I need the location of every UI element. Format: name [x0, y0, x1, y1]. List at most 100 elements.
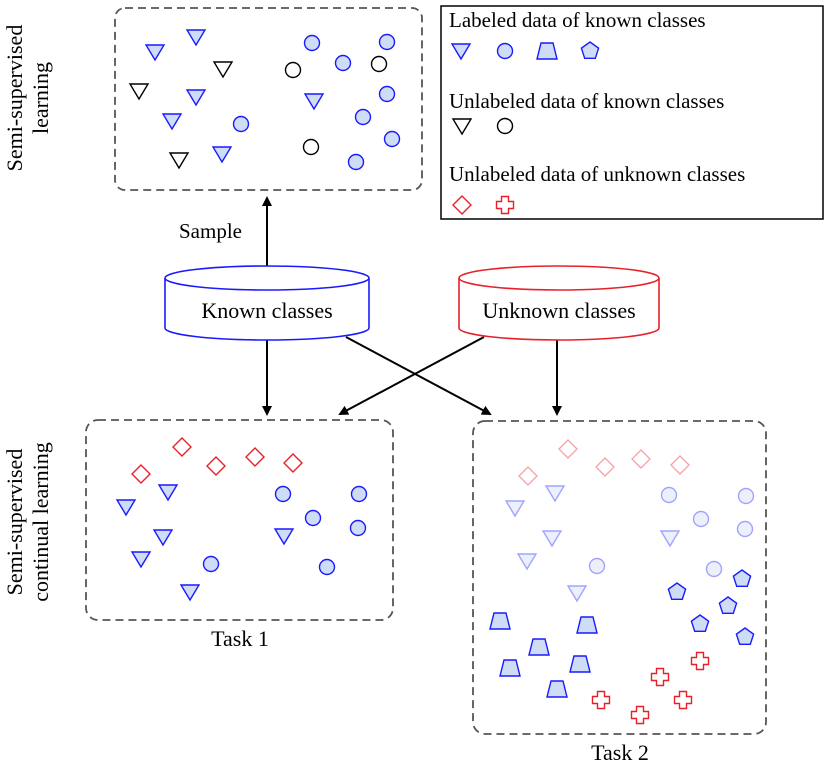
faded-circle-marker: [737, 487, 755, 505]
labeled-triangle-marker: [144, 44, 166, 62]
task1-box: [85, 419, 394, 621]
labeled-triangle-marker: [179, 584, 201, 602]
labeled-triangle-marker: [211, 146, 233, 164]
faded-triangle-marker: [516, 553, 538, 571]
unknown-cross-marker: [690, 651, 710, 671]
ssl-data-box: [114, 7, 423, 191]
faded-triangle-marker: [566, 585, 588, 603]
side-label-sscl-line1: Semi-supervised: [2, 449, 27, 596]
side-label-ssl-line1: Semi-supervised: [2, 25, 27, 172]
labeled-triangle-marker: [130, 551, 152, 569]
unknown-diamond-marker: [283, 453, 303, 473]
faded-diamond-marker: [558, 439, 578, 459]
labeled-pentagon-marker: [735, 627, 755, 645]
faded-circle-marker: [660, 486, 678, 504]
legend-labeled-pent-marker: [580, 41, 600, 59]
unknown-cross-marker: [650, 667, 670, 687]
labeled-circle-marker: [349, 519, 367, 537]
labeled-trapezoid-marker: [546, 680, 568, 698]
labeled-circle-marker: [318, 558, 336, 576]
unknown-diamond-marker: [172, 437, 192, 457]
labeled-pentagon-marker: [690, 614, 710, 632]
labeled-circle-marker: [334, 54, 352, 72]
legend-label-unlabeled-unknown: Unlabeled data of unknown classes: [449, 162, 745, 186]
unknown-cross-marker: [591, 690, 611, 710]
legend-unknown-cross-marker: [495, 195, 515, 215]
unlabeled-triangle-marker: [212, 61, 234, 79]
labeled-trapezoid-marker: [499, 659, 521, 677]
faded-triangle-marker: [659, 530, 681, 548]
task2-label: Task 2: [591, 740, 649, 765]
legend-labeled-trap-marker: [536, 42, 558, 60]
labeled-circle-marker: [202, 555, 220, 573]
unknown-cross-marker: [630, 705, 650, 725]
unlabeled-triangle-marker: [128, 83, 150, 101]
faded-circle-marker: [692, 510, 710, 528]
labeled-trapezoid-marker: [489, 612, 511, 630]
labeled-trapezoid-marker: [576, 616, 598, 634]
side-label-ssl-line2: learning: [28, 62, 53, 134]
unlabeled-circle-marker: [284, 61, 302, 79]
labeled-triangle-marker: [161, 113, 183, 131]
labeled-circle-marker: [354, 108, 372, 126]
labeled-circle-marker: [378, 33, 396, 51]
faded-circle-marker: [588, 557, 606, 575]
unknown-diamond-marker: [206, 456, 226, 476]
faded-circle-marker: [705, 560, 723, 578]
legend-label-unlabeled-known: Unlabeled data of known classes: [449, 89, 724, 113]
labeled-circle-marker: [383, 130, 401, 148]
unlabeled-circle-marker: [302, 138, 320, 156]
unknown-cross-marker: [673, 690, 693, 710]
faded-circle-marker: [736, 520, 754, 538]
legend-labeled-tri-marker: [450, 43, 472, 61]
data-point-markers: [115, 29, 755, 725]
legend-unknown-diamond-marker: [452, 195, 472, 215]
labeled-pentagon-marker: [718, 596, 738, 614]
labeled-pentagon-marker: [732, 569, 752, 587]
unknown-classes-label: Unknown classes: [482, 298, 635, 323]
legend-box: [440, 5, 824, 220]
faded-triangle-marker: [504, 500, 526, 518]
labeled-triangle-marker: [185, 89, 207, 107]
faded-triangle-marker: [541, 530, 563, 548]
known-to-task2-arrow: [345, 336, 492, 415]
labeled-circle-marker: [350, 485, 368, 503]
side-label-sscl-line2: continual learning: [28, 442, 53, 601]
labeled-triangle-marker: [273, 528, 295, 546]
unknown-to-task1-arrow: [338, 336, 485, 415]
labeled-trapezoid-marker: [569, 655, 591, 673]
known-classes-label: Known classes: [201, 298, 332, 323]
labeled-triangle-marker: [115, 499, 137, 517]
faded-diamond-marker: [631, 449, 651, 469]
labeled-circle-marker: [232, 115, 250, 133]
labeled-circle-marker: [378, 85, 396, 103]
task1-label: Task 1: [211, 626, 269, 651]
labeled-circle-marker: [304, 509, 322, 527]
labeled-circle-marker: [303, 34, 321, 52]
faded-triangle-marker: [544, 485, 566, 503]
unknown-diamond-marker: [131, 464, 151, 484]
unknown-diamond-marker: [245, 447, 265, 467]
task2-box: [472, 420, 767, 735]
unlabeled-circle-marker: [370, 55, 388, 73]
legend-unlabeled-circle-marker: [496, 117, 514, 135]
labeled-circle-marker: [347, 153, 365, 171]
unlabeled-triangle-marker: [168, 152, 190, 170]
labeled-triangle-marker: [185, 29, 207, 47]
faded-diamond-marker: [670, 455, 690, 475]
labeled-trapezoid-marker: [528, 638, 550, 656]
known-classes-database: Known classes: [164, 265, 370, 341]
labeled-triangle-marker: [303, 93, 325, 111]
legend-label-labeled-known: Labeled data of known classes: [449, 8, 706, 32]
legend-unlabeled-triangle-marker: [451, 118, 473, 136]
faded-diamond-marker: [595, 457, 615, 477]
unknown-classes-database: Unknown classes: [458, 265, 660, 341]
sample-label: Sample: [179, 219, 242, 243]
legend-labeled-circle-marker: [496, 42, 514, 60]
labeled-pentagon-marker: [667, 582, 687, 600]
labeled-circle-marker: [274, 485, 292, 503]
labeled-triangle-marker: [152, 529, 174, 547]
labeled-triangle-marker: [157, 484, 179, 502]
faded-diamond-marker: [518, 466, 538, 486]
